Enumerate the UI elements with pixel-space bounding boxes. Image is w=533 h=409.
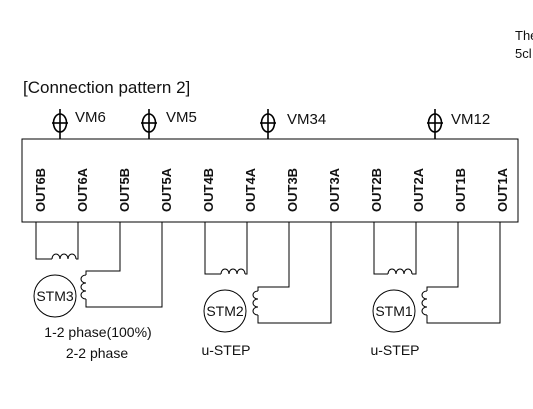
- wire-out6b: [35, 222, 52, 260]
- coil-stm3-b: [80, 274, 87, 300]
- vm-symbol-vm34: VM34: [260, 109, 326, 139]
- motor-stm2: [203, 289, 247, 333]
- pin-label-out2b: OUT2B: [369, 168, 384, 212]
- pin-label-out5a: OUT5A: [159, 167, 174, 212]
- vm-symbol-vm5: VM5: [141, 109, 197, 139]
- coil-stm3-a: [51, 253, 77, 260]
- pin-label-out6b: OUT6B: [33, 168, 48, 212]
- motor-stm3-group: STM3 1-2 phase(100%) 2-2 phase: [33, 222, 163, 361]
- pin-label-out5b: OUT5B: [117, 168, 132, 212]
- wire-out6a: [76, 222, 79, 260]
- motor-caption-stm3-line2: 2-2 phase: [66, 345, 128, 361]
- pin-label-out6a: OUT6A: [75, 167, 90, 212]
- vm-label-vm12: VM12: [451, 111, 490, 128]
- pin-label-out1b: OUT1B: [453, 168, 468, 212]
- wire-out1a: [426, 222, 501, 324]
- pin-label-out2a: OUT2A: [411, 167, 426, 212]
- pin-label-out1a: OUT1A: [495, 167, 510, 212]
- motor-stm1-group: STM1 u-STEP: [370, 222, 501, 358]
- vm-label-vm5: VM5: [166, 109, 197, 126]
- motor-stm1: [372, 289, 416, 333]
- wire-out4b: [204, 222, 221, 275]
- pin-label-out4b: OUT4B: [201, 168, 216, 212]
- coil-stm2-b: [252, 290, 259, 316]
- pin-label-out3a: OUT3A: [327, 167, 342, 212]
- motor-name-stm3: STM3: [36, 288, 74, 304]
- vm-symbol-vm6: VM6: [52, 109, 106, 139]
- wire-out5a: [85, 222, 163, 308]
- motor-stm2-group: STM2 u-STEP: [201, 222, 332, 358]
- coil-stm2-a: [220, 268, 246, 275]
- wire-out5b: [85, 222, 121, 275]
- wire-out3a: [257, 222, 332, 324]
- pin-labels: OUT6B OUT6A OUT5B OUT5A OUT4B OUT4A OUT3…: [33, 167, 510, 212]
- pin-label-out3b: OUT3B: [285, 168, 300, 212]
- wire-out4a: [245, 222, 248, 275]
- vm-symbol-vm12: VM12: [427, 109, 490, 139]
- vm-label-vm6: VM6: [75, 109, 106, 126]
- wire-out3b: [257, 222, 290, 291]
- motor-caption-stm3-line1: 1-2 phase(100%): [44, 324, 151, 340]
- pin-label-out4a: OUT4A: [243, 167, 258, 212]
- coil-stm1-a: [387, 268, 413, 275]
- motor-caption-stm1: u-STEP: [370, 342, 419, 358]
- motor-caption-stm2: u-STEP: [201, 342, 250, 358]
- coil-stm1-b: [421, 290, 428, 316]
- wire-out2a: [412, 222, 417, 275]
- corner-text-line1: The: [515, 28, 533, 43]
- wire-out1b: [426, 222, 459, 291]
- wire-out2b: [373, 222, 388, 275]
- page-title: [Connection pattern 2]: [23, 78, 190, 97]
- vm-label-vm34: VM34: [287, 111, 326, 128]
- motor-stm3: [33, 274, 77, 318]
- driver-ic-body: [21, 138, 519, 223]
- corner-text-line2: 5cl: [515, 46, 532, 61]
- motor-name-stm2: STM2: [206, 303, 244, 319]
- motor-name-stm1: STM1: [375, 303, 413, 319]
